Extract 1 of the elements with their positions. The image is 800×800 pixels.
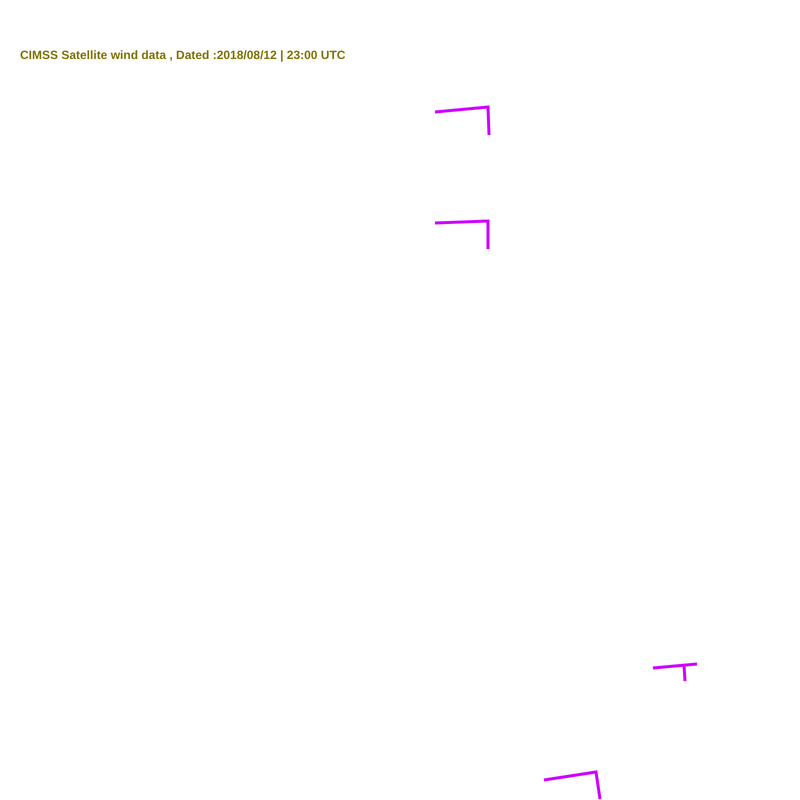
map-title: CIMSS Satellite wind data , Dated :2018/08/12 | 23:00 UTC xyxy=(20,48,346,62)
